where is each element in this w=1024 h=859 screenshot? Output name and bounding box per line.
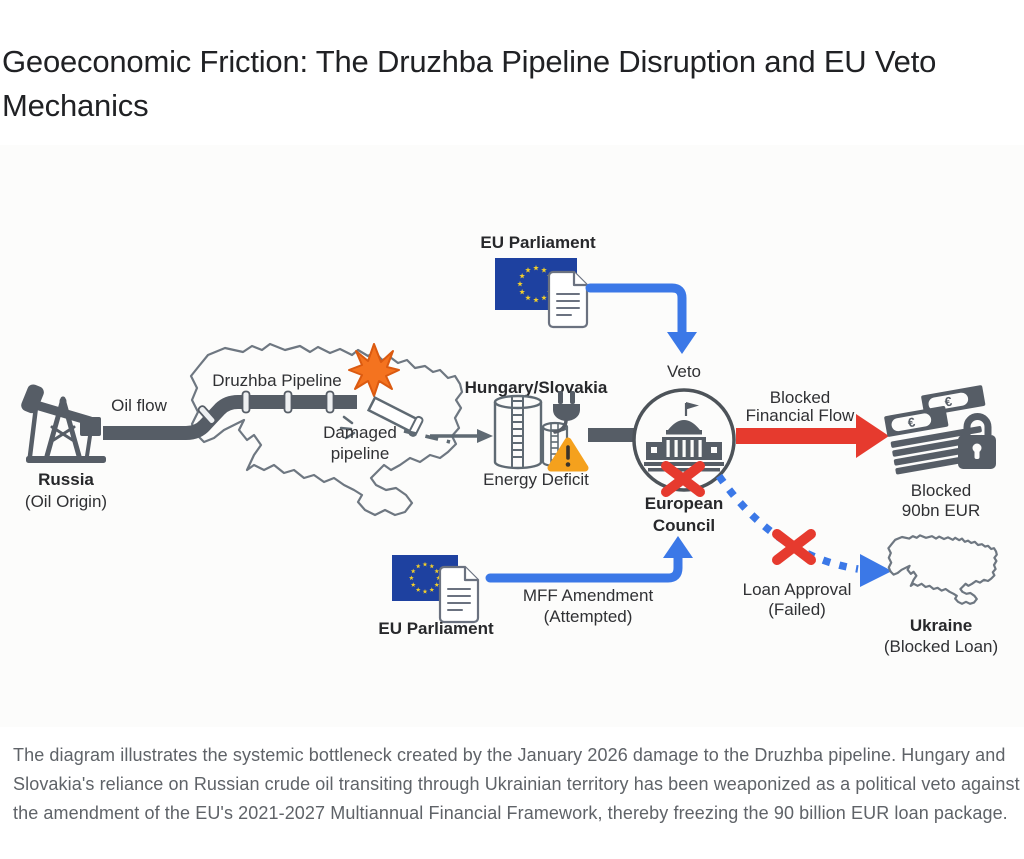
figure-caption: The diagram illustrates the systemic bot…	[13, 745, 1020, 823]
hungary-slovakia-label: Hungary/Slovakia	[465, 378, 608, 397]
money-stack-icon: € €	[884, 385, 996, 475]
flow-arrow	[430, 429, 493, 443]
warning-triangle-icon	[547, 437, 589, 472]
blocked-eur-line1: Blocked	[911, 481, 971, 500]
damaged-line1: Damaged	[323, 423, 397, 442]
mff-line1: MFF Amendment	[523, 586, 654, 605]
diagram-canvas: Russia (Oil Origin) Oil flow Druzhba Pip…	[21, 233, 998, 656]
document-icon-top	[547, 270, 589, 329]
veto-label: Veto	[667, 362, 701, 381]
euro-symbol: €	[943, 394, 953, 410]
russia-subtitle: (Oil Origin)	[25, 492, 107, 511]
russia-name: Russia	[38, 470, 94, 489]
power-plug-icon	[553, 391, 580, 434]
loan-dotted-arrow	[715, 473, 892, 587]
eu-parliament-bottom-label: EU Parliament	[378, 619, 494, 638]
pipeline-valve	[241, 390, 251, 414]
damaged-pipeline-label: Damaged pipeline	[323, 423, 397, 463]
diagram-figure: Russia (Oil Origin) Oil flow Druzhba Pip…	[0, 145, 1024, 727]
loan-x-icon	[777, 534, 811, 560]
ukraine-map-small	[887, 534, 998, 605]
druzhba-pipeline-label: Druzhba Pipeline	[212, 371, 341, 390]
padlock-icon	[958, 413, 996, 469]
mff-arrow	[485, 536, 693, 583]
ukraine-line2: (Blocked Loan)	[884, 637, 998, 656]
pipeline-valve	[283, 390, 293, 414]
blocked-flow-line2: Financial Flow	[746, 406, 855, 425]
document-icon-bottom	[438, 565, 480, 624]
shock-marks	[339, 415, 356, 440]
council-connector-bar	[588, 428, 638, 442]
ukraine-line1: Ukraine	[910, 616, 972, 635]
russia-label: Russia (Oil Origin)	[25, 470, 107, 511]
council-line2: Council	[653, 516, 715, 535]
capitol-icon	[644, 402, 724, 472]
loan-approval-label: Loan Approval (Failed)	[743, 580, 852, 619]
oil-tank-large-icon	[493, 394, 543, 470]
druzhba-pipeline	[103, 390, 357, 440]
page-title: Geoeconomic Friction: The Druzhba Pipeli…	[2, 44, 937, 123]
blocked-eur-line2: 90bn EUR	[902, 501, 980, 520]
oil-pump-icon	[21, 384, 106, 463]
blocked-eur-label: Blocked 90bn EUR	[902, 481, 980, 520]
pipeline-valve	[325, 390, 335, 414]
blocked-financial-flow-label: Blocked Financial Flow	[746, 388, 855, 425]
oil-flow-label: Oil flow	[111, 396, 167, 415]
mff-line2: (Attempted)	[544, 607, 633, 626]
european-council-label: European Council	[645, 494, 723, 535]
damaged-line2: pipeline	[331, 444, 390, 463]
explosion-icon	[348, 343, 400, 397]
mff-amendment-label: MFF Amendment (Attempted)	[523, 586, 654, 626]
council-line1: European	[645, 494, 723, 513]
european-council-node	[632, 388, 736, 492]
ukraine-blocked-loan-label: Ukraine (Blocked Loan)	[884, 616, 998, 656]
blocked-flow-arrow	[736, 414, 889, 458]
pipe-gap-dashes	[403, 429, 451, 444]
eu-parliament-top-label: EU Parliament	[480, 233, 596, 252]
energy-deficit-label: Energy Deficit	[483, 470, 589, 489]
loan-line2: (Failed)	[768, 600, 826, 619]
blocked-flow-line1: Blocked	[770, 388, 830, 407]
broken-pipe-icon	[339, 395, 451, 444]
euro-symbol: €	[906, 414, 916, 430]
veto-arrow	[585, 283, 697, 354]
loan-line1: Loan Approval	[743, 580, 852, 599]
